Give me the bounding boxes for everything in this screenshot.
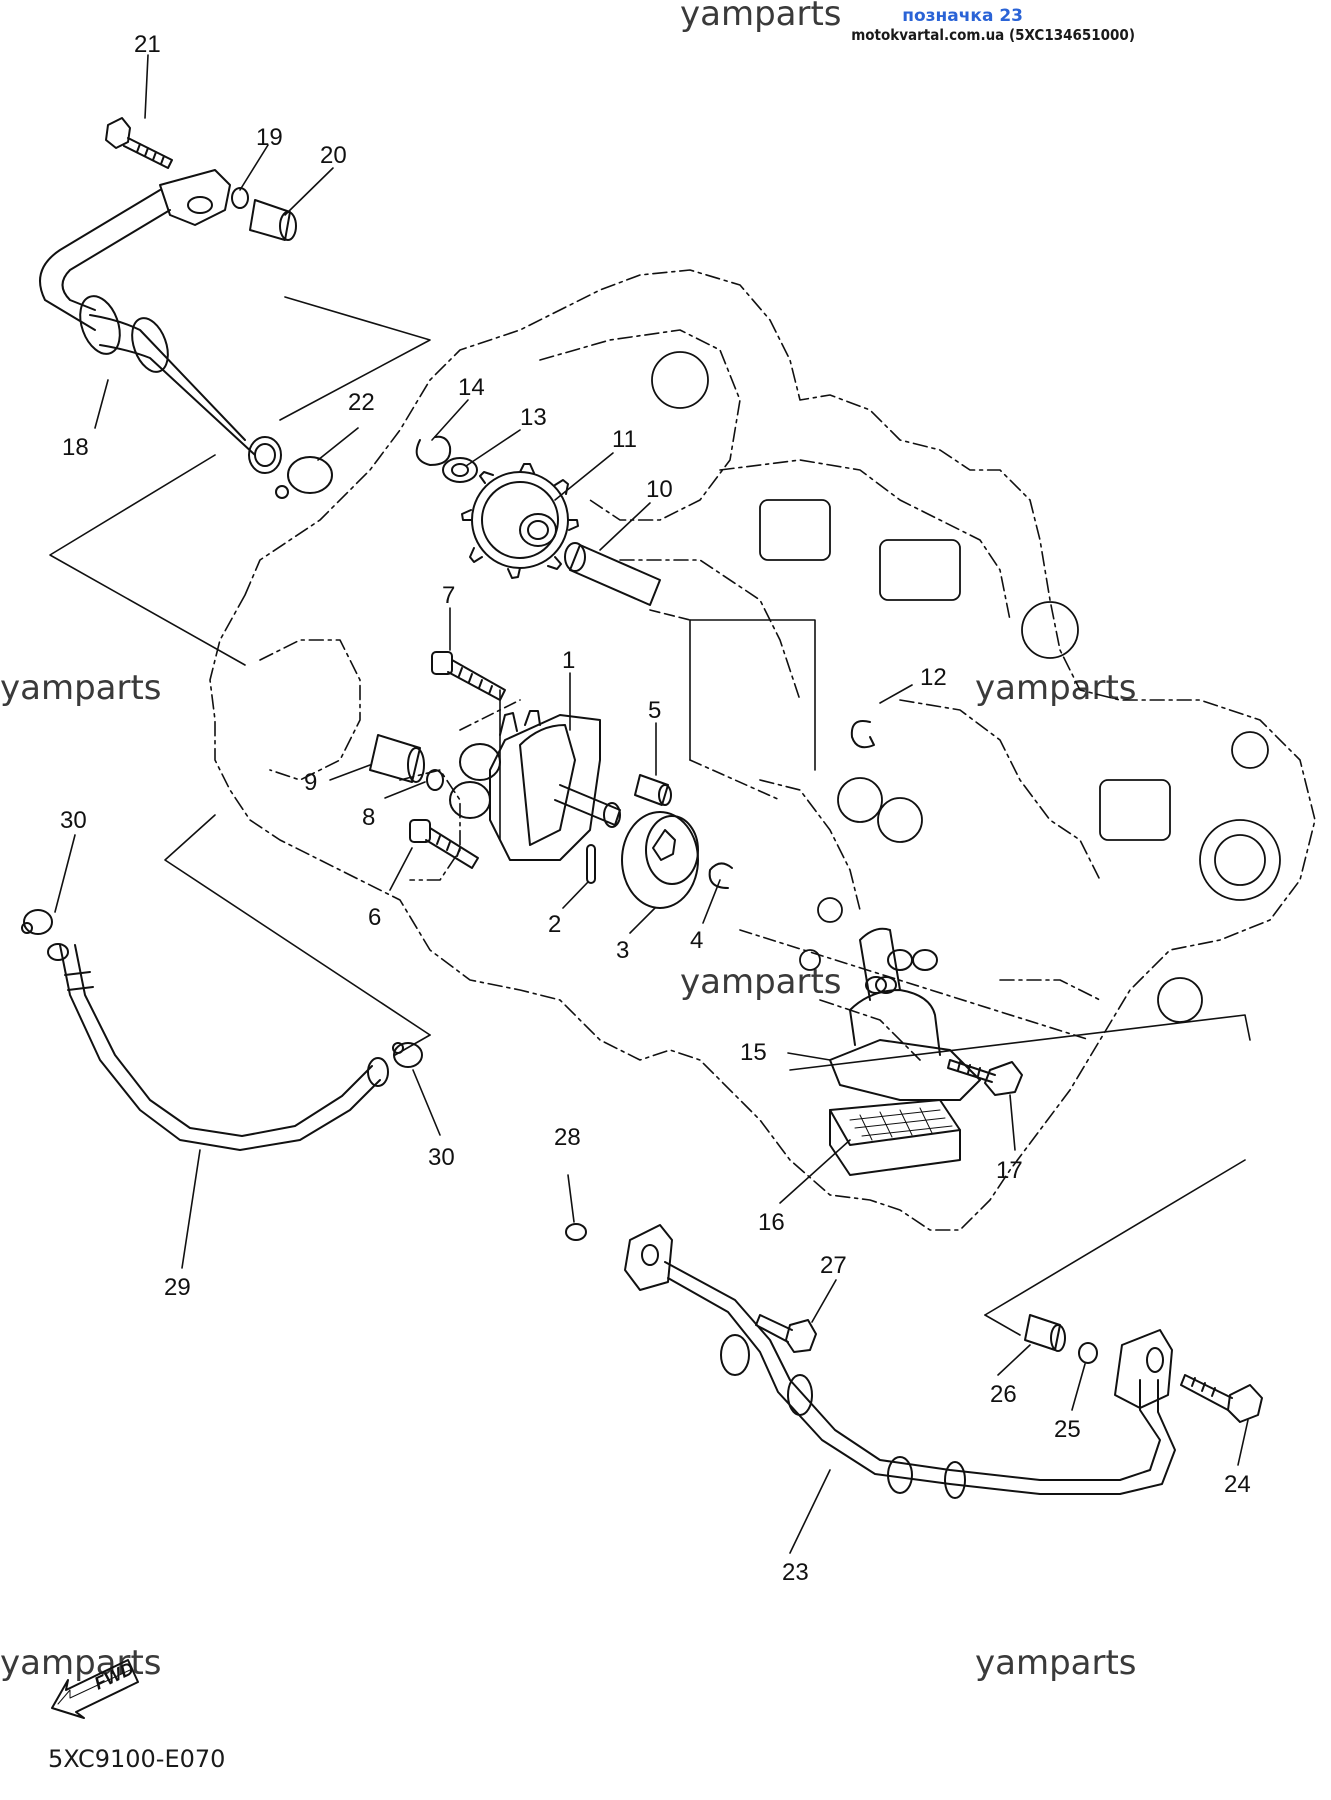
callout-11: 11 [612, 426, 637, 453]
callout-28: 28 [554, 1124, 581, 1151]
callout-29: 29 [164, 1274, 191, 1301]
part-13-washer [442, 457, 478, 483]
part-4-clip [708, 862, 733, 889]
watermark: yamparts [680, 0, 842, 34]
callout-27: 27 [820, 1252, 847, 1279]
part-17-bolt [947, 1059, 1023, 1096]
callout-30: 30 [428, 1144, 455, 1171]
part-14-circlip [415, 435, 452, 466]
callout-12: 12 [920, 664, 947, 691]
part-25-oring [1078, 1342, 1098, 1364]
part-10-shaft [564, 542, 661, 606]
fwd-label: FWD [91, 1658, 137, 1693]
callout-19: 19 [256, 124, 283, 151]
callout-30: 30 [60, 807, 87, 834]
callout-9: 9 [304, 769, 317, 796]
crankcase-bores [651, 351, 1281, 1023]
part-11-gear [461, 463, 579, 579]
callout-21: 21 [134, 31, 161, 58]
watermark: yamparts [975, 668, 1137, 708]
callout-numbers: 21 19 20 18 22 14 13 11 10 12 7 1 5 9 8 … [60, 31, 1251, 1694]
callout-2: 2 [548, 911, 561, 938]
part-3-rotor [621, 811, 699, 909]
part-23-pipe [624, 1224, 1176, 1499]
callout-22: 22 [348, 389, 375, 416]
part-30-clamp [392, 1042, 423, 1068]
callout-18: 18 [62, 434, 89, 461]
part-8-oring [426, 769, 444, 791]
callout-8: 8 [362, 804, 375, 831]
watermark: yamparts [975, 1643, 1137, 1683]
part-27-bolt [755, 1314, 817, 1353]
part-26-collar [1024, 1314, 1066, 1352]
callout-25: 25 [1054, 1416, 1081, 1443]
assembly-reference-lines [49, 296, 1251, 1336]
part-1-oil-pump [449, 710, 621, 861]
part-6-bolt [409, 819, 479, 869]
callout-20: 20 [320, 142, 347, 169]
part-21-bolt [105, 117, 173, 169]
crankcase-outline [209, 269, 1316, 1231]
part-24-bolt [1180, 1374, 1263, 1423]
part-2-pin [586, 844, 596, 884]
callout-16: 16 [758, 1209, 785, 1236]
callout-1: 1 [562, 647, 575, 674]
callout-10: 10 [646, 476, 673, 503]
diagram-code: 5XC9100-E070 [48, 1745, 226, 1773]
callout-3: 3 [616, 937, 629, 964]
part-9-sleeve [369, 734, 425, 783]
callout-7: 7 [442, 582, 455, 609]
part-12-clip [850, 720, 875, 749]
part-7-bolt [431, 651, 506, 701]
part-29-pipe [47, 943, 389, 1151]
callout-14: 14 [458, 374, 485, 401]
part-30-clamp [21, 909, 53, 935]
part-22-clamp [275, 456, 333, 499]
callout-4: 4 [690, 927, 703, 954]
header-tag: позначка 23 [902, 6, 1023, 26]
callout-5: 5 [648, 697, 661, 724]
fwd-arrow-icon [51, 1659, 139, 1719]
part-16-screen [829, 1099, 961, 1176]
callout-26: 26 [990, 1381, 1017, 1408]
callout-23: 23 [782, 1559, 809, 1586]
part-5-dowel [634, 774, 672, 806]
callout-13: 13 [520, 404, 547, 431]
watermark: yamparts [0, 668, 162, 708]
header-source: motokvartal.com.ua (5XC134651000) [851, 26, 1135, 44]
part-15-strainer [829, 927, 981, 1101]
callout-24: 24 [1224, 1471, 1251, 1498]
part-19-oring [231, 187, 249, 209]
callout-15: 15 [740, 1039, 767, 1066]
part-28-oring [565, 1223, 587, 1241]
callout-17: 17 [996, 1157, 1023, 1184]
part-18-pipe [39, 169, 282, 474]
callout-6: 6 [368, 904, 381, 931]
leader-lines [54, 54, 1249, 1554]
part-20-collar [249, 199, 297, 241]
